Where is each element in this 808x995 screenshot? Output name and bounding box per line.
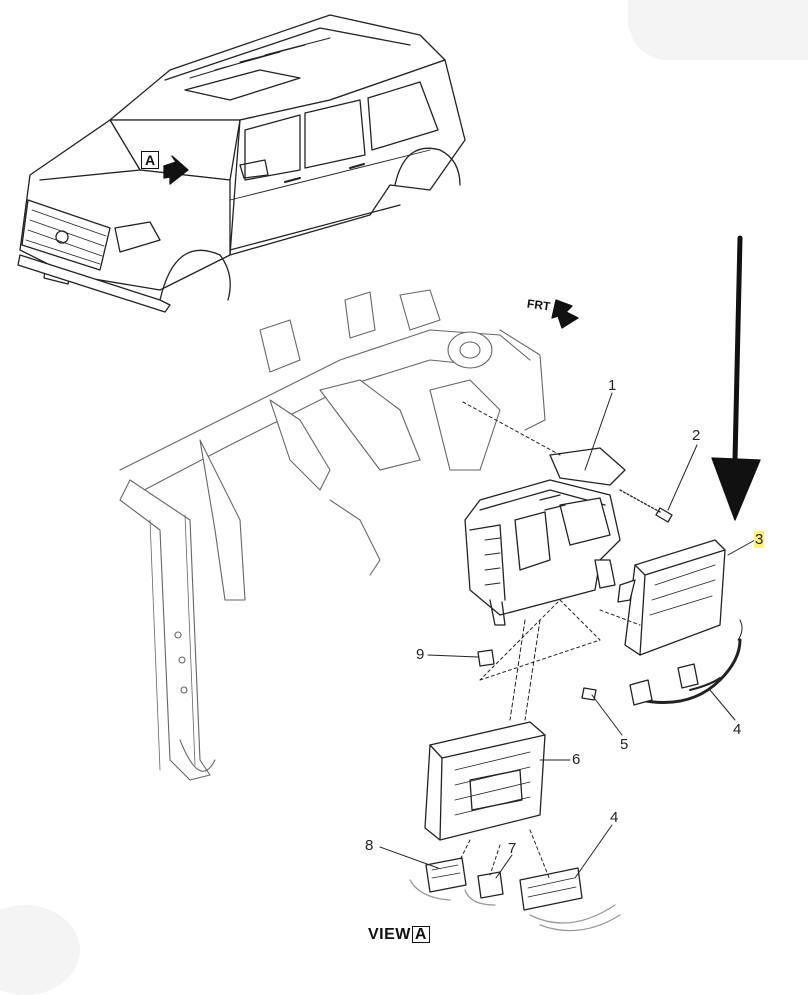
corner-shade-top-right	[628, 0, 808, 60]
callout-9: 9	[416, 646, 425, 663]
parts-diagram	[17, 14, 761, 932]
callout-2: 2	[692, 427, 701, 444]
part-8-connector	[409, 857, 467, 901]
view-label-letter: A	[411, 926, 430, 943]
view-a-marker: A	[141, 151, 160, 169]
callout-4-upper: 4	[733, 721, 742, 738]
part-1-module-assembly	[464, 447, 626, 626]
callout-3-highlight: 3	[754, 531, 765, 548]
part-5-bolt	[581, 687, 597, 701]
front-direction-arrow	[551, 299, 579, 329]
part-9-nut	[477, 649, 495, 667]
view-label-prefix: VIEW	[368, 926, 411, 943]
big-down-arrow	[711, 235, 761, 521]
part-2-bolt	[619, 489, 673, 523]
callout-3: 3	[754, 531, 765, 548]
part-4-wiring-harness-upper	[629, 619, 743, 706]
callout-4-lower: 4	[610, 809, 619, 826]
callout-7: 7	[508, 840, 517, 857]
part-3-control-module	[617, 539, 726, 656]
part-4-connector-lower	[519, 867, 621, 932]
suv-vehicle-illustration	[17, 14, 466, 313]
callout-6: 6	[572, 751, 581, 768]
part-7-connector	[464, 871, 504, 906]
callout-5: 5	[620, 736, 629, 753]
frame-chassis-illustration	[119, 289, 546, 781]
callout-8: 8	[365, 837, 374, 854]
callout-1: 1	[608, 377, 617, 394]
leader-lines	[379, 392, 756, 881]
part-6-module-view-a	[424, 721, 546, 841]
